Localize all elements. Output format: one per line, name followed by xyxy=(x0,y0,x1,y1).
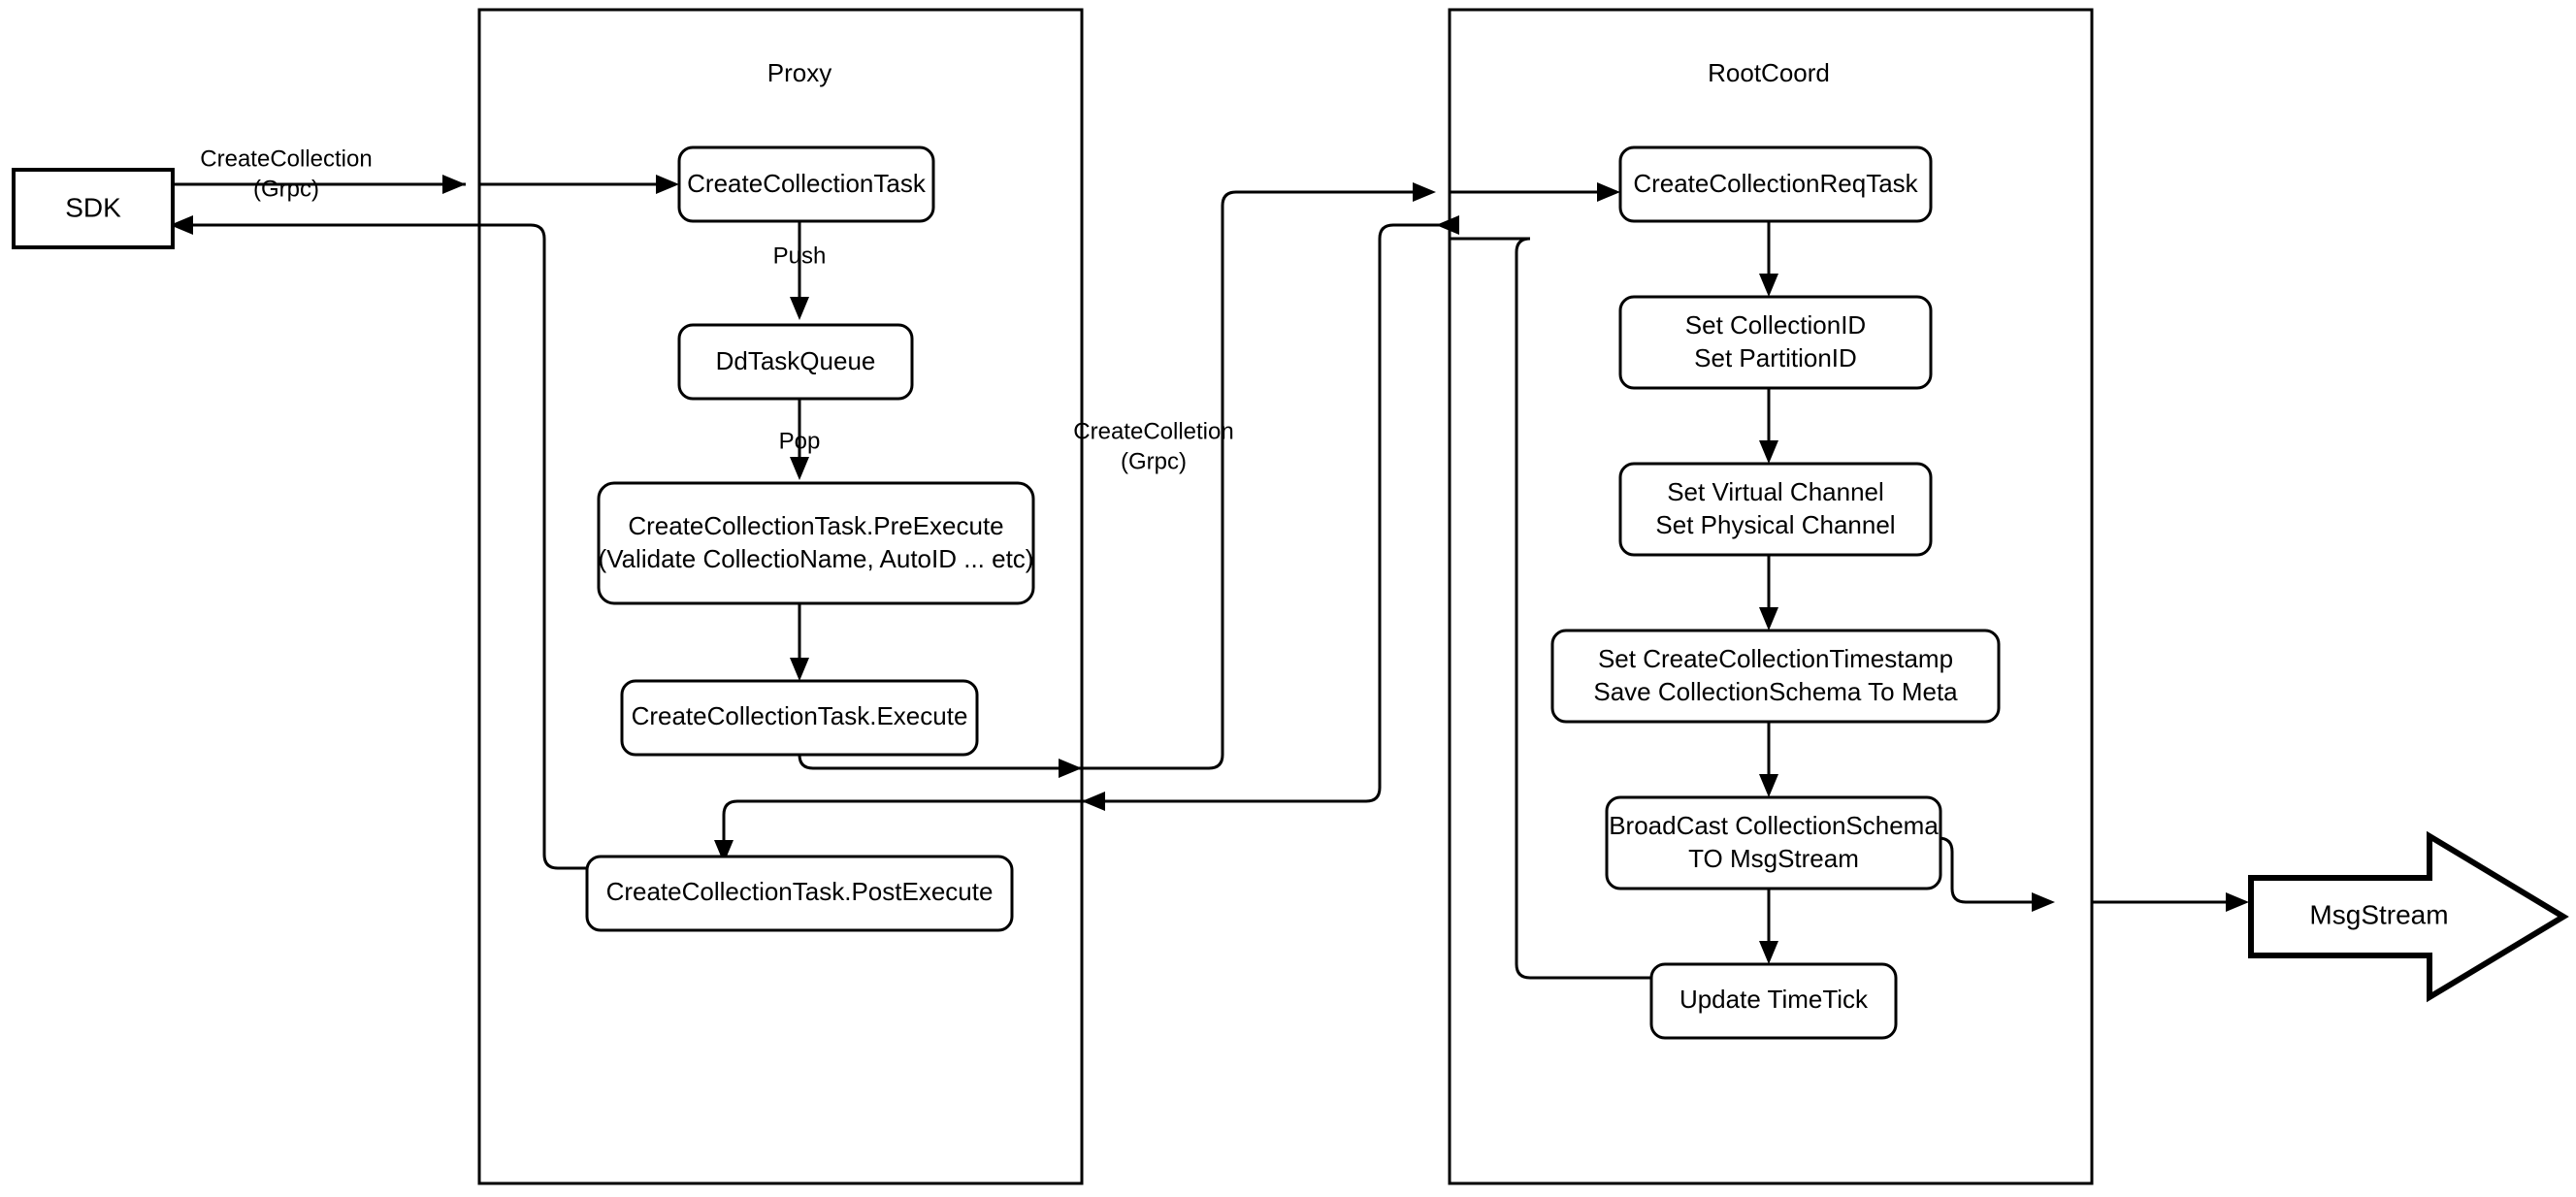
node-sdk-label: SDK xyxy=(65,192,121,222)
node-create-collection-task-preexecute-rect[interactable] xyxy=(597,481,1035,605)
edge-label-pop: Pop xyxy=(779,428,821,454)
edge-label-proxy-to-rootcoord-line1: CreateColletion xyxy=(1073,418,1233,444)
arrowhead-channels-to-timestamp xyxy=(1759,607,1778,631)
node-msgstream-shape[interactable] xyxy=(2248,830,2569,1003)
arrowhead-rootcoord-return-boundary xyxy=(1436,215,1459,235)
arrowhead-preexecute-to-execute xyxy=(790,658,809,681)
node-broadcast-collection-schema-rect[interactable] xyxy=(1605,795,1942,890)
arrowhead-setids-to-channels xyxy=(1759,440,1778,464)
node-broadcast-line2: TO MsgStream xyxy=(1688,844,1859,873)
node-dd-task-queue[interactable]: DdTaskQueue xyxy=(677,323,914,401)
arrowhead-proxy-boundary-to-create-collection-task xyxy=(656,175,679,194)
node-create-collection-task-preexecute[interactable]: CreateCollectionTask.PreExecute (Validat… xyxy=(597,481,1035,605)
edge-label-proxy-to-rootcoord: CreateColletion (Grpc) xyxy=(1073,418,1233,474)
node-set-create-timestamp-rect[interactable] xyxy=(1550,629,2001,724)
node-set-virtual-channel-line2: Set Physical Channel xyxy=(1655,510,1895,539)
node-create-collection-task-execute-rect[interactable] xyxy=(620,679,979,757)
arrowhead-task-to-queue xyxy=(790,297,809,320)
arrowhead-timestamp-to-broadcast xyxy=(1759,774,1778,797)
node-preexecute-label-line1: CreateCollectionTask.PreExecute xyxy=(628,511,1003,540)
arrowhead-to-msgstream xyxy=(2226,892,2249,912)
arrowhead-queue-to-preexecute xyxy=(790,457,809,480)
node-set-create-timestamp-line1: Set CreateCollectionTimestamp xyxy=(1598,644,1953,673)
node-set-create-timestamp-line2: Save CollectionSchema To Meta xyxy=(1593,677,1958,706)
arrowhead-sdk-to-proxy xyxy=(442,175,466,194)
node-msgstream[interactable]: MsgStream xyxy=(2248,830,2569,1003)
node-postexecute-label: CreateCollectionTask.PostExecute xyxy=(606,877,994,906)
node-update-timetick-rect[interactable] xyxy=(1649,962,1898,1040)
node-sdk[interactable]: SDK xyxy=(12,168,175,249)
node-execute-label: CreateCollectionTask.Execute xyxy=(632,701,968,730)
node-set-virtual-channel-rect[interactable] xyxy=(1618,462,1933,557)
edge-timetick-to-return xyxy=(1450,237,1651,980)
node-update-timetick-label: Update TimeTick xyxy=(1679,985,1869,1014)
node-set-collection-id-rect[interactable] xyxy=(1618,295,1933,390)
node-create-collection-task-label: CreateCollectionTask xyxy=(687,169,927,198)
arrowhead-rootcoord-boundary-to-reqtask xyxy=(1597,182,1620,202)
node-req-task-label: CreateCollectionReqTask xyxy=(1633,169,1918,198)
arrowhead-return-to-postexecute xyxy=(714,840,734,863)
arrowhead-proxy-to-sdk xyxy=(170,215,193,235)
arrowhead-reqtask-to-setids xyxy=(1759,274,1778,297)
edge-label-sdk-to-proxy: CreateCollection (Grpc) xyxy=(200,146,372,202)
node-broadcast-line1: BroadCast CollectionSchema xyxy=(1609,811,1939,840)
node-broadcast-collection-schema[interactable]: BroadCast CollectionSchema TO MsgStream xyxy=(1605,795,1942,890)
arrowhead-broadcast-to-timetick xyxy=(1759,941,1778,964)
node-set-virtual-channel[interactable]: Set Virtual Channel Set Physical Channel xyxy=(1618,462,1933,557)
node-set-collection-id-line1: Set CollectionID xyxy=(1685,310,1866,340)
node-dd-task-queue-rect[interactable] xyxy=(677,323,914,401)
edge-label-proxy-to-rootcoord-line2: (Grpc) xyxy=(1121,448,1187,474)
lane-rootcoord-title: RootCoord xyxy=(1708,58,1830,87)
node-create-collection-req-task-rect[interactable] xyxy=(1618,146,1933,223)
node-create-collection-req-task[interactable]: CreateCollectionReqTask xyxy=(1618,146,1933,223)
node-set-collection-id-line2: Set PartitionID xyxy=(1694,343,1857,372)
node-update-timetick[interactable]: Update TimeTick xyxy=(1649,962,1898,1040)
edge-postexecute-to-sdk xyxy=(479,223,587,870)
node-sdk-rect[interactable] xyxy=(12,168,175,249)
arrowhead-execute-to-rootcoord-boundary xyxy=(1413,182,1436,202)
lane-proxy-title: Proxy xyxy=(767,58,831,87)
edge-label-push: Push xyxy=(773,243,827,269)
arrowhead-request-cross-proxy-boundary xyxy=(1059,759,1082,778)
node-preexecute-label-line2: (Validate CollectioName, AutoID ... etc) xyxy=(599,544,1034,573)
node-create-collection-task-postexecute-rect[interactable] xyxy=(585,855,1014,932)
node-create-collection-task-execute[interactable]: CreateCollectionTask.Execute xyxy=(620,679,979,757)
edge-execute-to-rootcoord xyxy=(798,190,1426,770)
node-create-collection-task-postexecute[interactable]: CreateCollectionTask.PostExecute xyxy=(585,855,1014,932)
node-create-collection-task[interactable]: CreateCollectionTask xyxy=(677,146,935,223)
node-set-virtual-channel-line1: Set Virtual Channel xyxy=(1667,477,1884,506)
edge-broadcast-to-msgstream xyxy=(1888,836,2047,904)
node-dd-task-queue-label: DdTaskQueue xyxy=(716,346,876,375)
node-set-create-timestamp[interactable]: Set CreateCollectionTimestamp Save Colle… xyxy=(1550,629,2001,724)
arrowhead-broadcast-cross-rootcoord-boundary xyxy=(2032,892,2055,912)
edge-rootcoord-return-to-postexecute xyxy=(722,223,1450,854)
arrowhead-return-cross-proxy-boundary xyxy=(1082,792,1105,811)
node-create-collection-task-rect[interactable] xyxy=(677,146,935,223)
node-msgstream-label: MsgStream xyxy=(2309,899,2448,929)
edge-label-sdk-to-proxy-line1: CreateCollection xyxy=(200,146,372,172)
node-set-collection-id[interactable]: Set CollectionID Set PartitionID xyxy=(1618,295,1933,390)
edge-label-sdk-to-proxy-line2: (Grpc) xyxy=(253,176,319,202)
